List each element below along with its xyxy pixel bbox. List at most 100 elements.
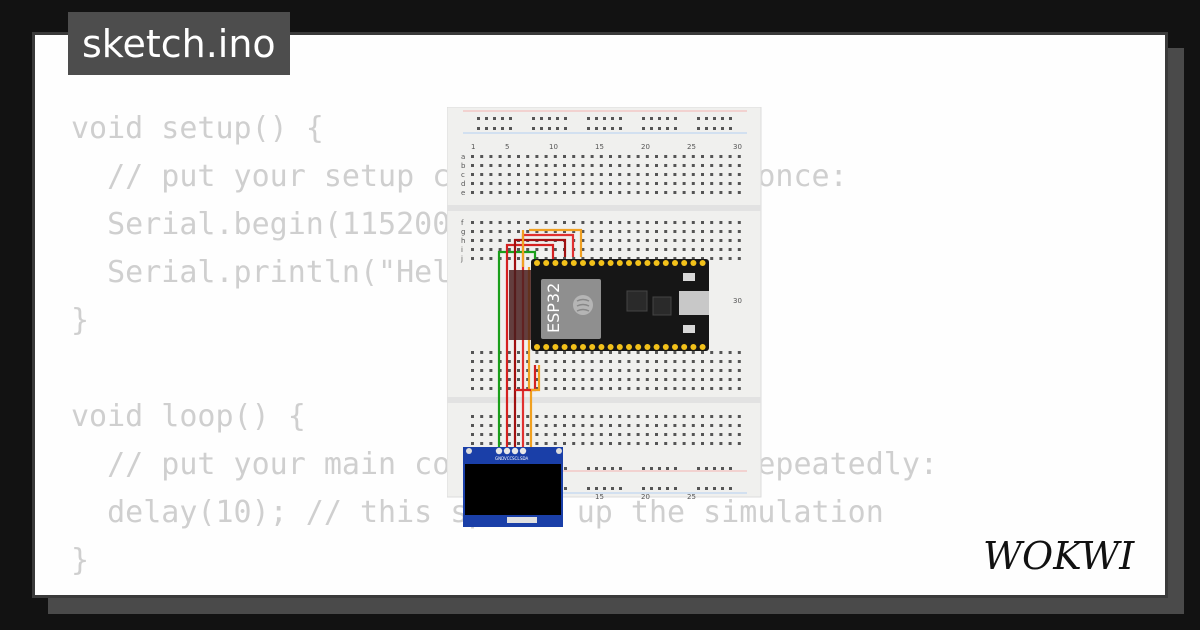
breadboard-hole — [553, 155, 557, 158]
breadboard-hole — [655, 164, 658, 167]
breadboard-hole — [471, 164, 474, 167]
breadboard-hole — [526, 424, 530, 427]
breadboard-hole — [507, 378, 511, 381]
breadboard-hole — [480, 182, 484, 185]
breadboard-hole — [701, 415, 704, 418]
breadboard-hole — [710, 164, 714, 167]
bb-row-label: c — [461, 171, 465, 179]
esp32-board[interactable]: ESP32 — [509, 259, 709, 351]
breadboard-hole — [618, 230, 622, 233]
breadboard-hole — [719, 191, 723, 194]
breadboard-hole — [485, 127, 488, 130]
breadboard-hole — [655, 173, 658, 176]
esp32-pin — [626, 344, 632, 350]
breadboard-hole — [526, 221, 530, 224]
breadboard-hole — [655, 230, 658, 233]
breadboard-hole — [590, 415, 594, 418]
esp32-pin — [662, 260, 669, 266]
breadboard-hole — [658, 127, 661, 130]
breadboard-hole — [691, 424, 695, 427]
breadboard-hole — [719, 230, 723, 233]
breadboard-hole — [728, 239, 732, 242]
breadboard-hole — [507, 173, 511, 176]
breadboard-hole — [581, 182, 585, 185]
breadboard-hole — [658, 487, 661, 490]
breadboard-hole — [480, 387, 484, 390]
breadboard-hole — [517, 155, 520, 158]
file-tab-sketch[interactable]: sketch.ino — [68, 12, 290, 75]
breadboard-hole — [535, 433, 539, 436]
breadboard-hole — [636, 369, 640, 372]
code-line: } — [71, 543, 90, 578]
wire-red-2 — [521, 233, 575, 451]
breadboard-hole — [526, 415, 530, 418]
breadboard-hole — [636, 424, 640, 427]
breadboard-hole — [489, 221, 493, 224]
breadboard-hole — [682, 360, 686, 363]
breadboard-hole — [701, 369, 704, 372]
breadboard-hole — [564, 467, 567, 470]
breadboard-hole — [737, 424, 741, 427]
breadboard-hole — [655, 248, 658, 251]
breadboard-hole — [710, 221, 714, 224]
breadboard-hole — [737, 182, 741, 185]
breadboard-hole — [645, 442, 649, 445]
breadboard-hole — [691, 182, 695, 185]
breadboard-hole — [710, 387, 714, 390]
oled-display[interactable]: GND VCC SCL SDA — [463, 447, 563, 527]
breadboard-hole — [645, 351, 649, 354]
breadboard-hole — [737, 378, 741, 381]
breadboard-hole — [627, 191, 631, 194]
breadboard-hole — [645, 248, 649, 251]
bb-row-label: b — [461, 162, 466, 170]
breadboard-hole — [517, 173, 520, 176]
breadboard-hole — [532, 127, 535, 130]
breadboard-hole — [728, 182, 732, 185]
breadboard-hole — [655, 221, 658, 224]
breadboard-hole — [664, 433, 668, 436]
breadboard-hole — [517, 230, 520, 233]
breadboard-hole — [480, 360, 484, 363]
breadboard-hole — [553, 351, 557, 354]
breadboard-hole — [553, 248, 557, 251]
breadboard-hole — [710, 442, 714, 445]
breadboard-hole — [705, 467, 708, 470]
oled-pin-label: SCL — [512, 456, 520, 461]
esp32-pin — [672, 260, 678, 266]
breadboard-hole — [498, 164, 502, 167]
esp32-pin — [635, 260, 642, 266]
esp32-pin — [653, 344, 660, 350]
breadboard-hole — [737, 257, 741, 260]
breadboard-hole — [480, 239, 484, 242]
breadboard-hole — [701, 164, 704, 167]
oled-pin-label: GND — [495, 456, 504, 461]
breadboard-hole — [701, 257, 704, 260]
breadboard-hole — [701, 387, 704, 390]
bb-row-label: d — [461, 180, 465, 188]
bb-col-label: 25 — [687, 143, 696, 151]
breadboard-hole — [645, 239, 649, 242]
breadboard-hole — [507, 424, 511, 427]
breadboard-hole — [599, 442, 603, 445]
breadboard-hole — [664, 164, 668, 167]
wire-red — [505, 243, 555, 451]
breadboard-hole — [636, 230, 640, 233]
esp32-pin — [662, 344, 669, 350]
breadboard-hole — [564, 117, 567, 120]
breadboard-hole — [556, 127, 559, 130]
breadboard-hole — [609, 182, 612, 185]
breadboard-hole — [544, 221, 548, 224]
breadboard-hole — [581, 164, 585, 167]
breadboard-hole — [489, 182, 493, 185]
breadboard-hole — [563, 155, 566, 158]
file-tab-label: sketch.ino — [82, 21, 276, 66]
breadboard-hole — [590, 351, 594, 354]
breadboard-hole — [673, 164, 677, 167]
breadboard-hole — [553, 424, 557, 427]
breadboard-hole — [691, 164, 695, 167]
breadboard-hole — [548, 117, 551, 120]
breadboard-hole — [682, 369, 686, 372]
breadboard-hole — [682, 182, 686, 185]
breadboard-hole — [480, 164, 484, 167]
breadboard-hole — [595, 117, 598, 120]
